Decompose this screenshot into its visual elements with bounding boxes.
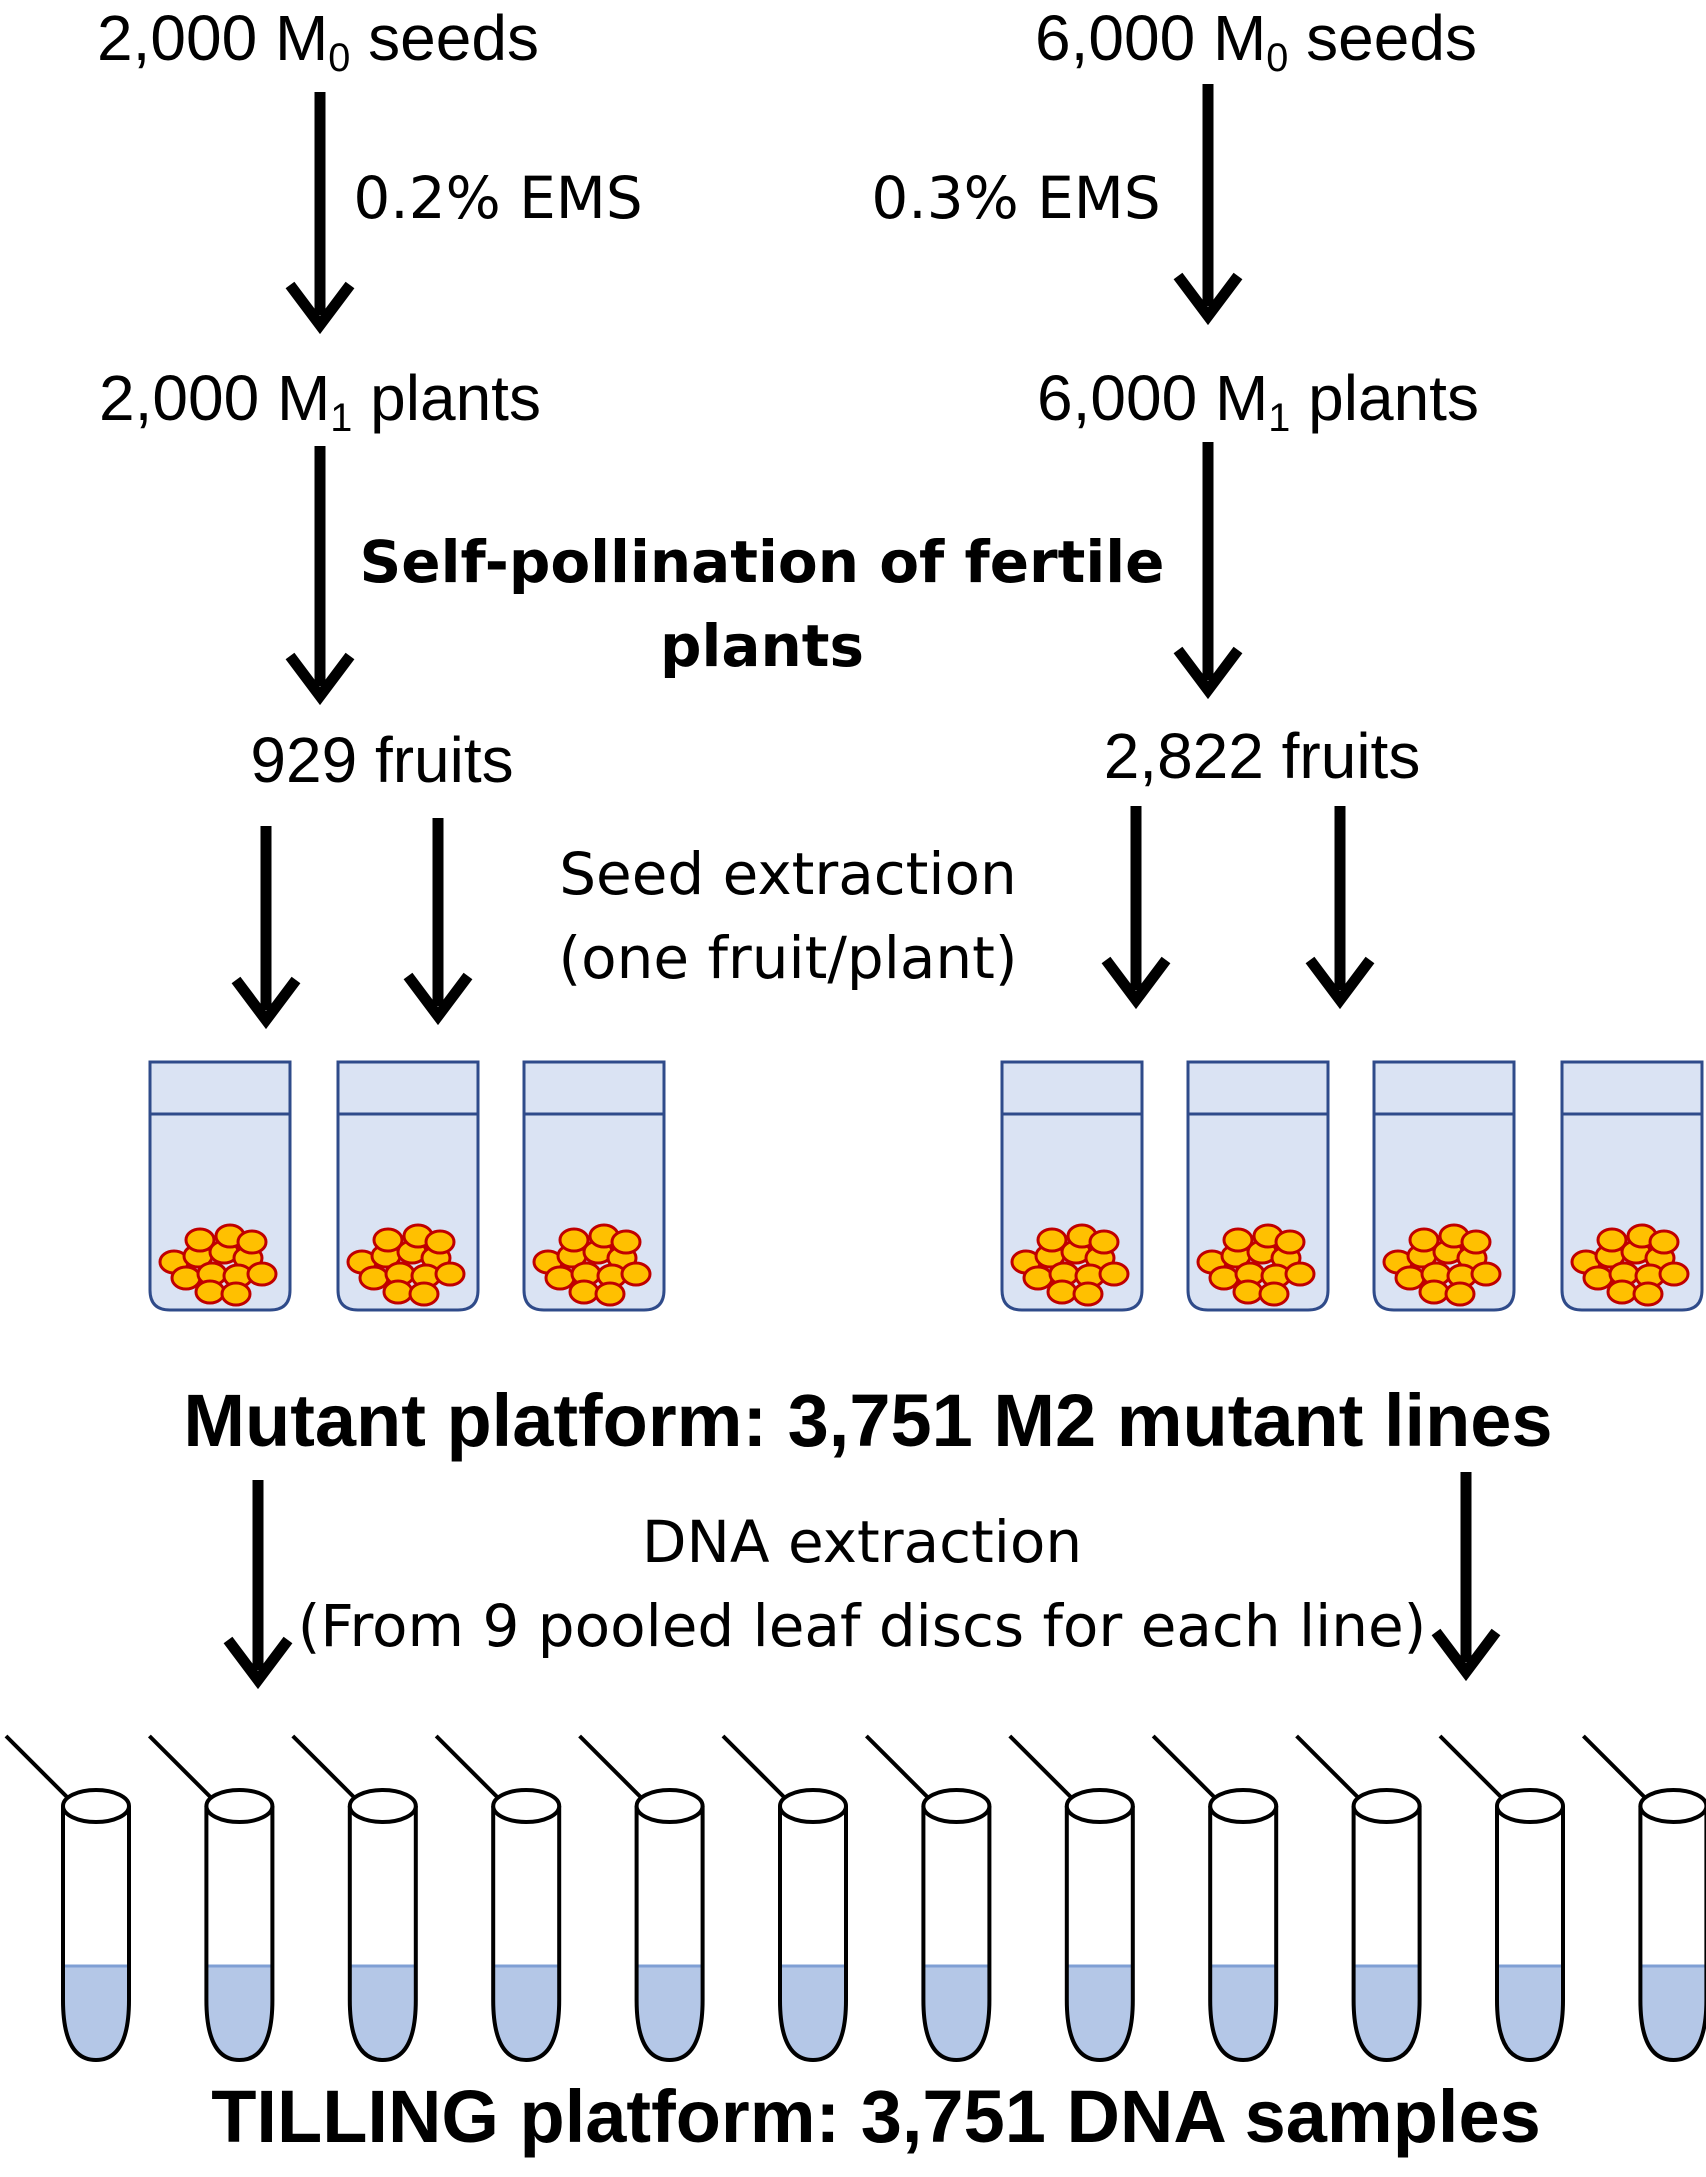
tilling-platform-heading: TILLING platform: 3,751 DNA samples	[211, 2075, 1541, 2158]
down-arrow-icon	[285, 92, 355, 335]
seed-containers	[148, 1060, 1704, 1312]
microtube-icon	[4, 1734, 131, 2063]
seed-container-icon	[522, 1060, 666, 1312]
microtube-icon	[1008, 1734, 1135, 2063]
left-treatment-label: 0.2% EMS	[353, 164, 643, 232]
microtube-icon	[721, 1734, 848, 2063]
down-arrow-icon	[403, 818, 473, 1026]
seed-container-icon	[1186, 1060, 1330, 1312]
microtube-icon	[1581, 1734, 1706, 2063]
left-plants-label: 2,000 M1 plants	[99, 362, 541, 441]
right-plants-label: 6,000 M1 plants	[1037, 362, 1479, 441]
down-arrow-icon	[231, 826, 301, 1030]
down-arrow-icon	[285, 446, 355, 706]
seed-extraction-step: Seed extraction (one fruit/plant)	[558, 840, 1018, 992]
down-arrow-icon	[1173, 442, 1243, 700]
microtube-icon	[147, 1734, 275, 2063]
microtube-icon	[1295, 1734, 1422, 2063]
seed-container-icon	[1372, 1060, 1516, 1312]
down-arrow-icon	[1431, 1472, 1501, 1682]
microtube-icon	[578, 1734, 705, 2063]
mutant-platform-heading: Mutant platform: 3,751 M2 mutant lines	[183, 1379, 1553, 1462]
seed-container-icon	[148, 1060, 292, 1312]
down-arrow-icon	[1101, 806, 1171, 1010]
microtubes	[4, 1734, 1706, 2063]
left-fruits-label: 929 fruits	[250, 724, 514, 796]
right-treatment-label: 0.3% EMS	[871, 164, 1161, 232]
seed-container-icon	[336, 1060, 480, 1312]
seed-container-icon	[1560, 1060, 1704, 1312]
dna-extraction-step: DNA extraction (From 9 pooled leaf discs…	[297, 1508, 1427, 1660]
microtube-icon	[1438, 1734, 1565, 2063]
microtube-icon	[291, 1734, 418, 2063]
microtube-icon	[864, 1734, 992, 2063]
arrows	[223, 84, 1501, 1690]
microtube-icon	[434, 1734, 562, 2063]
down-arrow-icon	[1173, 84, 1243, 326]
microtube-icon	[1151, 1734, 1279, 2063]
seed-container-icon	[1000, 1060, 1144, 1312]
self-pollination-step: Self-pollination of fertile plants	[359, 528, 1165, 680]
down-arrow-icon	[223, 1480, 293, 1690]
right-fruits-label: 2,822 fruits	[1103, 720, 1421, 792]
down-arrow-icon	[1305, 806, 1375, 1010]
left-seeds-label: 2,000 M0 seeds	[97, 2, 539, 81]
right-seeds-label: 6,000 M0 seeds	[1035, 2, 1477, 81]
